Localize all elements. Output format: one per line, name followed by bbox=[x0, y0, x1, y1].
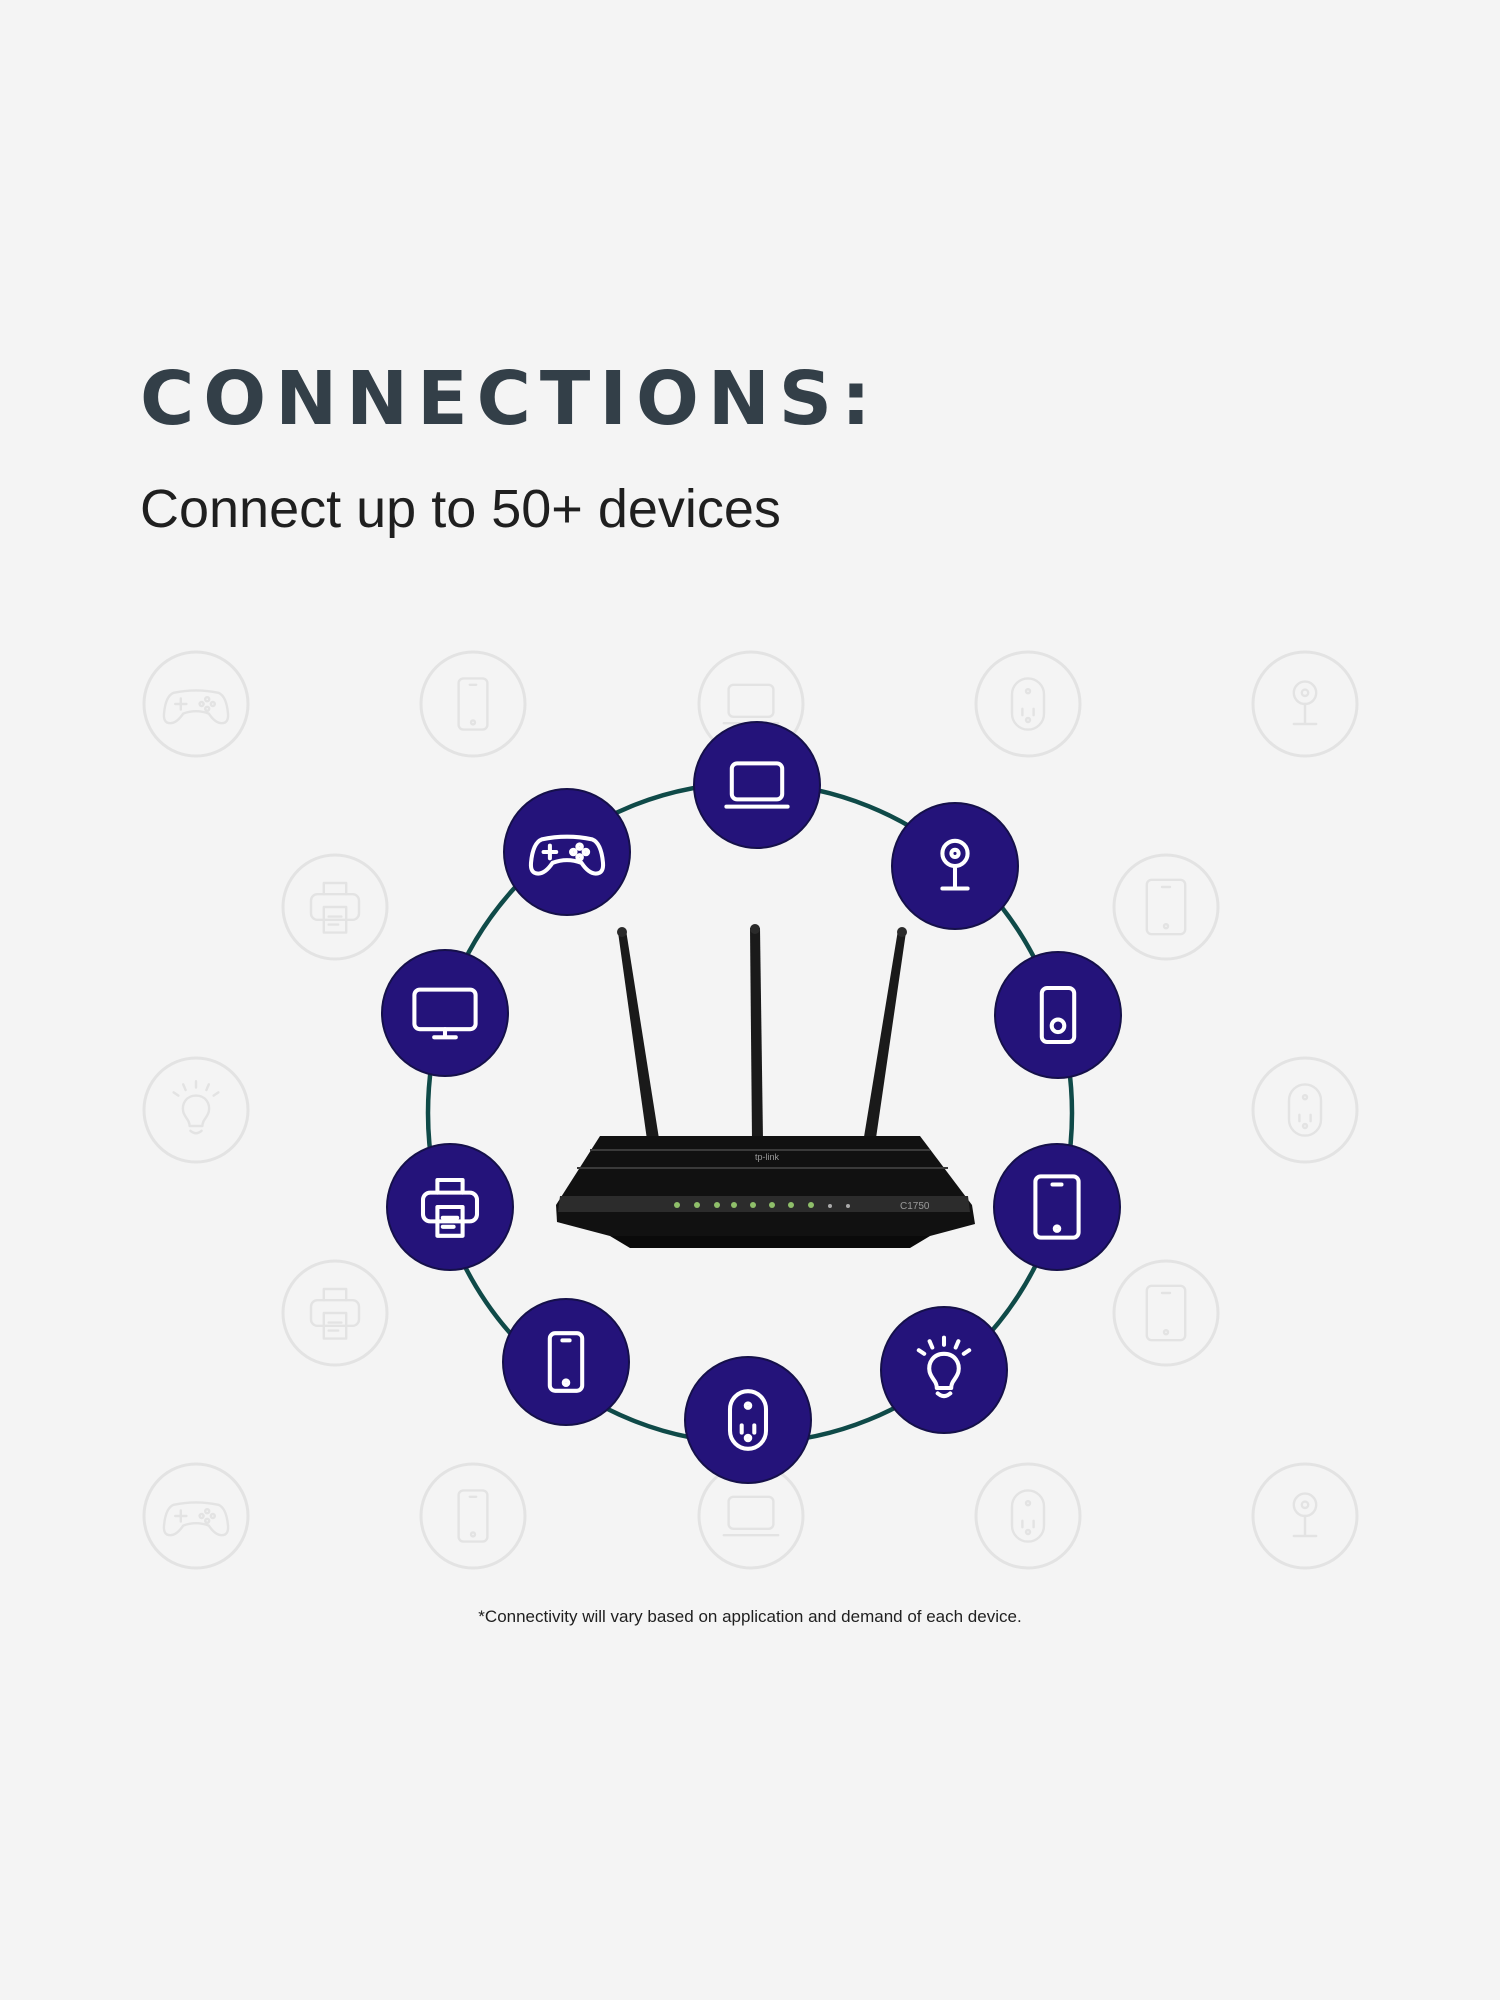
device-doorbell bbox=[994, 951, 1122, 1079]
svg-text:tp-link: tp-link bbox=[755, 1152, 780, 1162]
smartphone-icon bbox=[419, 1462, 527, 1570]
tablet-icon bbox=[1112, 853, 1220, 961]
tablet-icon bbox=[1112, 1259, 1220, 1367]
device-laptop bbox=[693, 721, 821, 849]
smart-plug-icon bbox=[974, 1462, 1082, 1570]
gamepad-icon bbox=[142, 1462, 250, 1570]
printer-icon bbox=[281, 1259, 389, 1367]
smart-plug-icon bbox=[1251, 1056, 1359, 1164]
background-icon-grid bbox=[142, 650, 1359, 1570]
page-subtitle: Connect up to 50+ devices bbox=[140, 479, 781, 539]
device-camera bbox=[891, 802, 1019, 930]
printer-icon bbox=[281, 853, 389, 961]
lightbulb-icon bbox=[142, 1056, 250, 1164]
page-title: CONNECTIONS: bbox=[140, 356, 880, 442]
router-image: tp-link C1750 bbox=[556, 924, 975, 1248]
device-printer bbox=[386, 1143, 514, 1271]
connectivity-footnote: *Connectivity will vary based on applica… bbox=[478, 1607, 1022, 1626]
device-tablet bbox=[993, 1143, 1121, 1271]
device-lightbulb bbox=[880, 1306, 1008, 1434]
smart-plug-icon bbox=[974, 650, 1082, 758]
device-monitor bbox=[381, 949, 509, 1077]
smartphone-icon bbox=[419, 650, 527, 758]
camera-icon bbox=[1251, 1462, 1359, 1570]
camera-icon bbox=[1251, 650, 1359, 758]
device-gamepad bbox=[503, 788, 631, 916]
device-smartphone bbox=[502, 1298, 630, 1426]
gamepad-icon bbox=[142, 650, 250, 758]
svg-text:C1750: C1750 bbox=[900, 1201, 930, 1212]
device-smart-plug bbox=[684, 1356, 812, 1484]
connected-devices bbox=[381, 721, 1122, 1484]
